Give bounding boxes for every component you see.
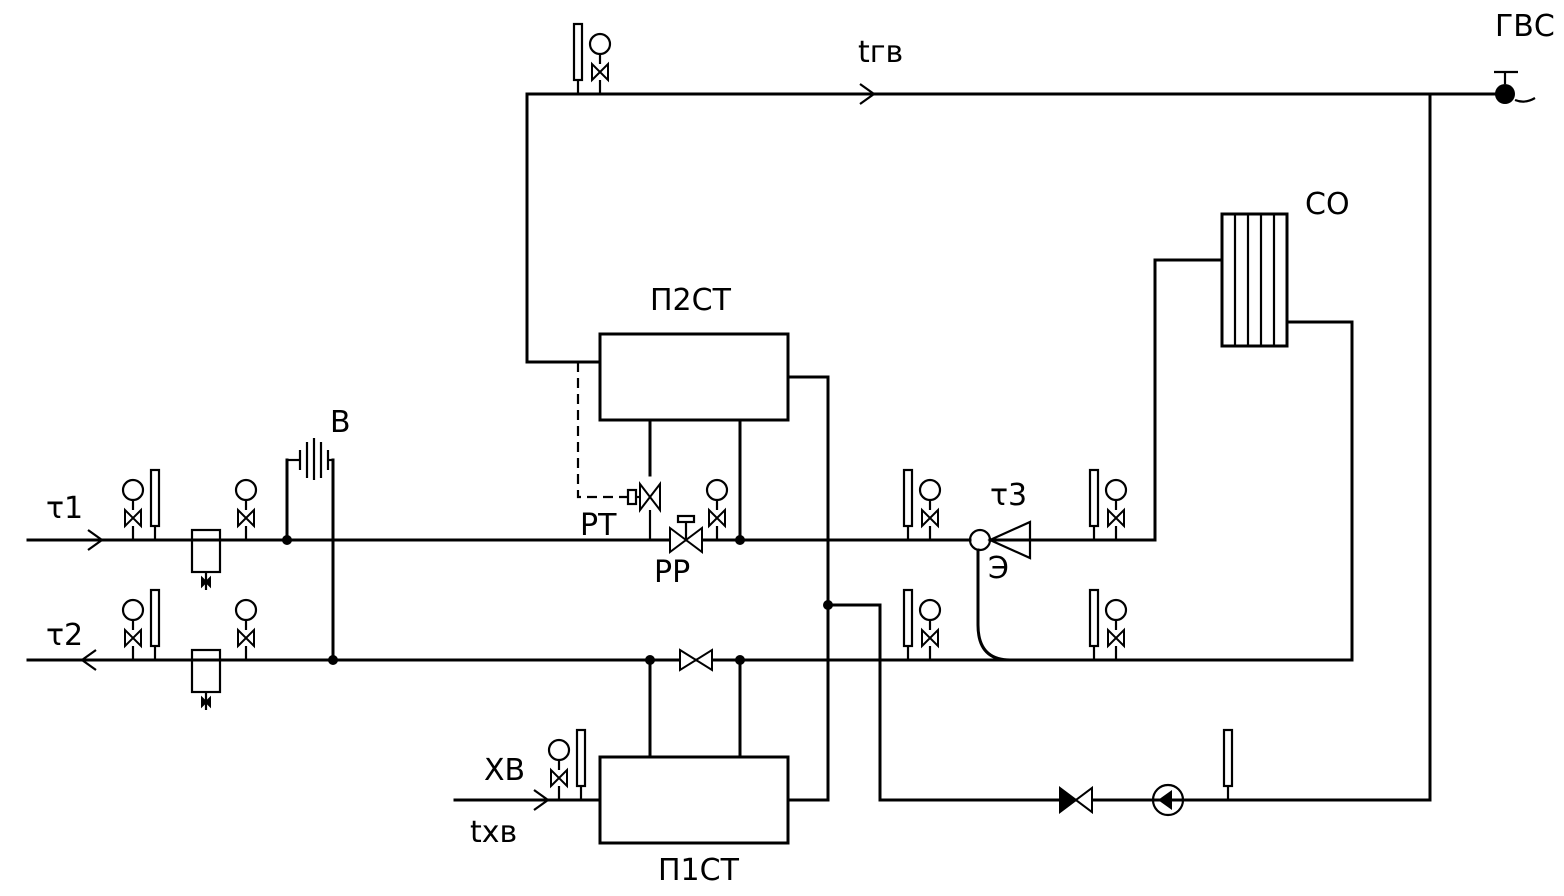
temperature-regulator-rt	[626, 481, 661, 540]
elevator-e	[968, 520, 1032, 560]
mud-separator-return	[190, 648, 222, 710]
heat-exchanger-p2st	[598, 332, 790, 422]
label-b: В	[330, 405, 351, 440]
bypass-valve-icon	[679, 648, 713, 672]
circulation-pump-icon	[1151, 783, 1185, 817]
label-rt: РТ	[580, 508, 617, 543]
label-p1st: П1СТ	[658, 853, 740, 888]
piping	[26, 92, 1512, 802]
pressure-gauge-icon	[234, 478, 258, 542]
pressure-gauge-icon	[918, 478, 942, 542]
pressure-gauge-icon	[234, 598, 258, 662]
pressure-gauge-icon	[121, 598, 145, 662]
hot-water-tap-icon	[1494, 70, 1536, 104]
pressure-gauge-icon	[121, 478, 145, 542]
thermometer-icon	[1088, 588, 1100, 662]
mud-separator-supply	[190, 528, 222, 590]
check-valve-outline	[1074, 786, 1093, 814]
label-co: СО	[1305, 187, 1350, 222]
label-tgv: tгв	[858, 35, 903, 70]
air-vent-b	[287, 438, 333, 480]
label-t3: τ3	[990, 478, 1027, 513]
heat-exchanger-p1st	[598, 755, 790, 845]
junction-dots	[282, 535, 833, 665]
label-t2: τ2	[46, 618, 83, 653]
pressure-regulator-rr	[669, 514, 703, 554]
thermometer-icon	[149, 468, 161, 542]
thermometer-icon	[1222, 728, 1234, 802]
thermometer-icon	[902, 468, 914, 542]
thermometer-icon	[575, 728, 587, 802]
label-t1: τ1	[46, 491, 83, 526]
label-xv: ХВ	[484, 753, 525, 788]
label-txv: tхв	[470, 815, 517, 850]
label-gvs: ГВС	[1495, 9, 1555, 44]
pressure-gauge-icon	[1104, 598, 1128, 662]
label-rp: РР	[654, 555, 690, 590]
label-e: Э	[988, 551, 1009, 586]
flow-arrows	[80, 83, 876, 811]
thermometer-icon	[572, 22, 584, 96]
pressure-gauge-icon	[705, 478, 729, 542]
pressure-gauge-icon	[1104, 478, 1128, 542]
pressure-gauge-icon	[547, 738, 571, 802]
thermometer-icon	[1088, 468, 1100, 542]
instrument-group	[121, 22, 1234, 802]
thermometer-icon	[902, 588, 914, 662]
thermometer-icon	[149, 588, 161, 662]
label-p2st: П2СТ	[650, 283, 732, 318]
pressure-gauge-icon	[588, 32, 612, 96]
radiator-co	[1220, 212, 1289, 348]
pressure-gauge-icon	[918, 598, 942, 662]
